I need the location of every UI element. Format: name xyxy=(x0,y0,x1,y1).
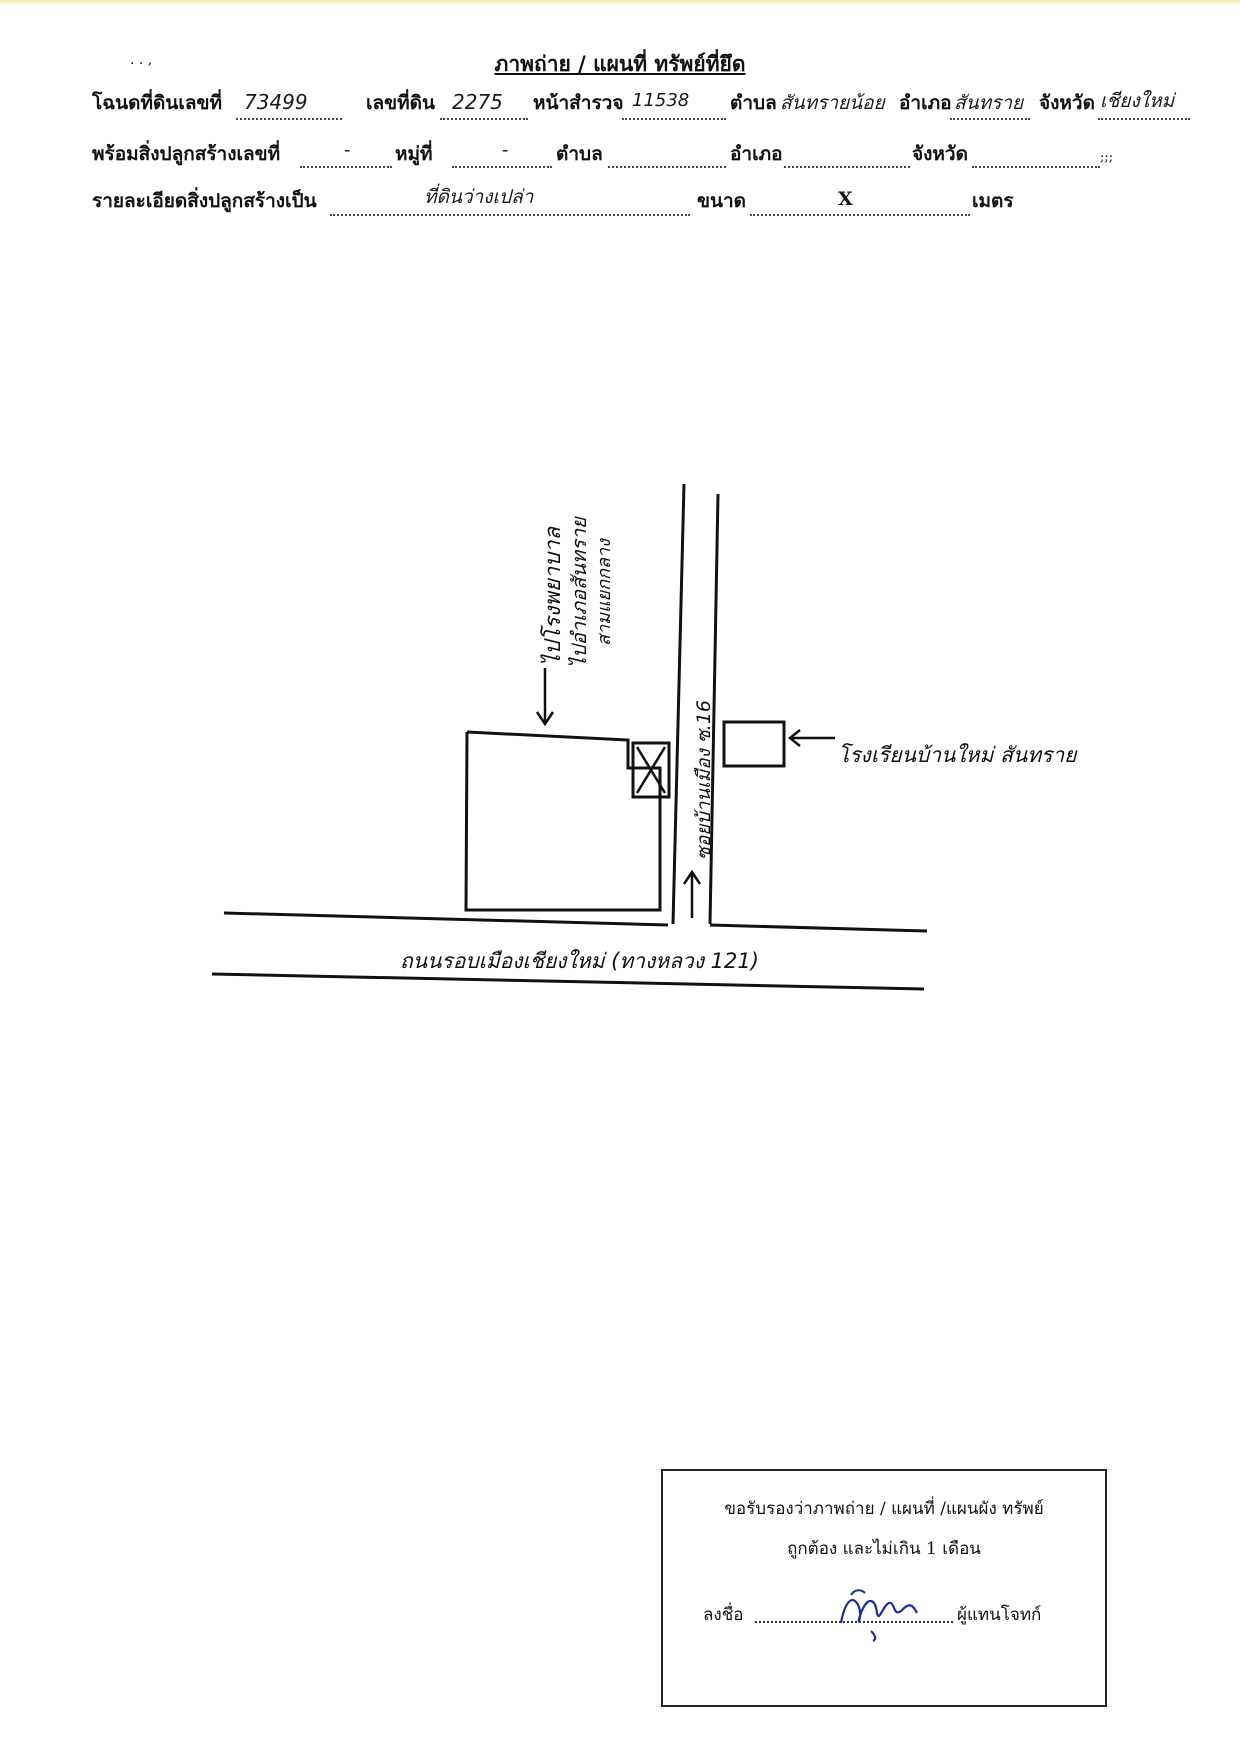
amphoe-line xyxy=(950,118,1030,120)
unit-label: เมตร xyxy=(972,190,1014,212)
moo-line xyxy=(452,166,552,168)
map-label-top-1: ไปโรงพยาบาล xyxy=(540,526,566,666)
school-label: โรงเรียนบ้านใหม่ สันทราย xyxy=(838,743,1078,767)
survey-no-line xyxy=(622,118,726,120)
detail-line xyxy=(330,214,690,216)
survey-no-label: หน้าสำรวจ xyxy=(533,92,624,114)
side-road-left-edge xyxy=(671,483,686,925)
detail-value: ที่ดินว่างเปล่า xyxy=(424,186,534,208)
tambon2-line xyxy=(608,166,726,168)
deed-no-label: โฉนดที่ดินเลขที่ xyxy=(92,92,222,114)
signer-role: ผู้แทนโจทก์ xyxy=(957,1605,1042,1625)
marker-box xyxy=(631,741,671,799)
land-no-label: เลขที่ดิน xyxy=(366,92,435,114)
amphoe2-label: อำเภอ xyxy=(730,143,783,165)
certification-box: ขอรับรองว่าภาพถ่าย / แผนที่ /แผนผัง ทรัพ… xyxy=(661,1469,1107,1707)
moo-label: หมู่ที่ xyxy=(395,143,433,165)
size-line xyxy=(750,214,970,216)
main-road-top-left xyxy=(223,911,669,927)
tambon2-label: ตำบล xyxy=(556,143,603,165)
cert-line-1: ขอรับรองว่าภาพถ่าย / แผนที่ /แผนผัง ทรัพ… xyxy=(724,1499,1044,1519)
side-road-right-edge xyxy=(708,493,720,925)
land-plot xyxy=(464,730,662,912)
main-road-top-right xyxy=(709,923,928,933)
map-label-top-3: สามแยกกลาง xyxy=(594,538,615,646)
main-road-label: ถนนรอบเมืองเชียงใหม่ (ทางหลวง 121) xyxy=(400,949,759,973)
deed-no-line xyxy=(236,118,342,120)
amphoe2-line xyxy=(784,166,910,168)
province-line xyxy=(1098,118,1190,120)
paper-edge xyxy=(0,0,1240,6)
main-road-bottom xyxy=(211,972,925,991)
detail-label: รายละเอียดสิ่งปลูกสร้างเป็น xyxy=(92,190,317,212)
land-no-line xyxy=(440,118,528,120)
stray-marks: . . , xyxy=(130,52,153,68)
signature-mark xyxy=(839,1589,918,1642)
marker-cross-b xyxy=(635,746,667,794)
building-no-label: พร้อมสิ่งปลูกสร้างเลขที่ xyxy=(92,143,281,165)
map-label-top-2: ไปอำเภอสันทราย xyxy=(567,516,591,668)
building-no-value: - xyxy=(344,139,351,161)
amphoe-value: สันทราย xyxy=(954,92,1024,114)
survey-no-value: 11538 xyxy=(632,90,690,111)
deed-no-value: 73499 xyxy=(244,90,308,114)
page-title: ภาพถ่าย / แผนที่ ทรัพย์ที่ยึด xyxy=(494,51,746,76)
cert-line-2: ถูกต้อง และไม่เกิน 1 เดือน xyxy=(787,1539,981,1559)
amphoe-label: อำเภอ xyxy=(899,92,952,114)
province-label: จังหวัด xyxy=(1039,92,1095,114)
sign-label: ลงชื่อ xyxy=(703,1605,744,1625)
tambon-label: ตำบล xyxy=(730,92,777,114)
province2-label: จังหวัด xyxy=(912,143,968,165)
building-no-line xyxy=(300,166,392,168)
size-label: ขนาด xyxy=(697,190,746,212)
size-x: X xyxy=(838,188,853,210)
province2-line xyxy=(972,166,1100,168)
province-value: เชียงใหม่ xyxy=(1100,90,1175,112)
side-road-label: ซอยบ้านเมือง ซ.16 xyxy=(693,700,715,860)
school-building xyxy=(722,720,786,768)
tambon-value: สันทรายน้อย xyxy=(780,92,885,114)
school-arrow-head xyxy=(787,729,801,747)
top-arrow-head xyxy=(535,711,555,727)
signature-line xyxy=(755,1621,953,1623)
side-road-arrow-head xyxy=(682,869,702,885)
moo-value: - xyxy=(502,139,509,161)
land-no-value: 2275 xyxy=(452,90,503,114)
row2-tail-marks: ;;; xyxy=(1100,150,1114,165)
